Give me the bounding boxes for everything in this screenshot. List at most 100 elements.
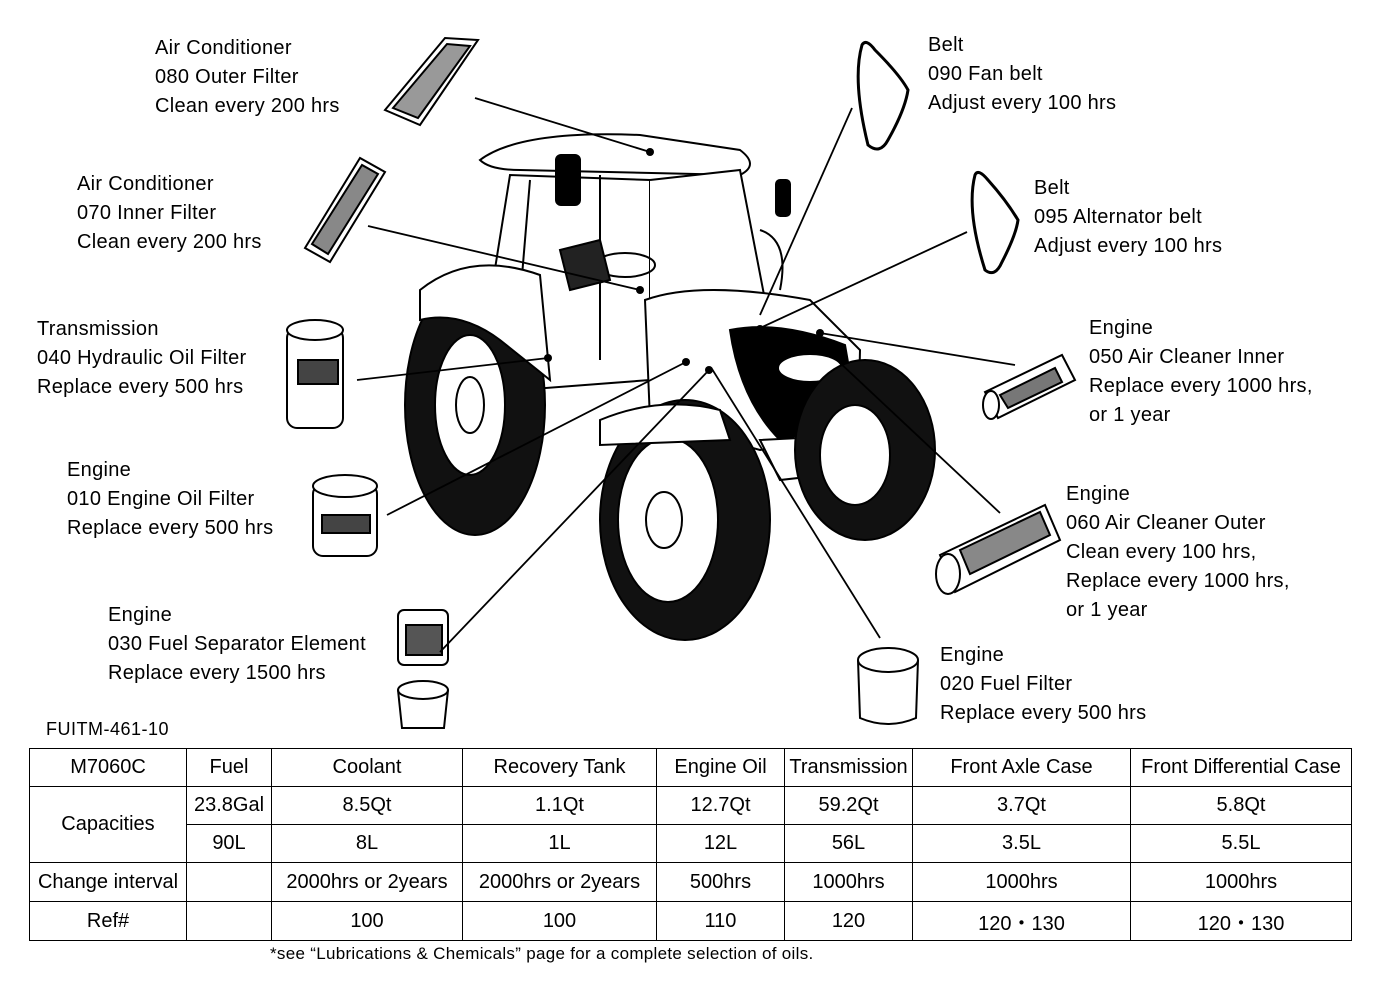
callout-interval: Replace every 500 hrs [67, 517, 274, 539]
tractor-illustration [404, 133, 936, 641]
alternator-belt-part [970, 170, 1020, 275]
table-cell: 8.5Qt [271, 786, 463, 825]
table-row: 90L 8L 1L 12L 56L 3.5L 5.5L [30, 824, 1352, 863]
ref-label: Ref# [29, 901, 187, 941]
callout-dots [544, 148, 826, 374]
table-cell: 1000hrs [1130, 862, 1352, 902]
callout-fuel-separator: Engine 030 Fuel Separator Element Replac… [108, 601, 366, 688]
table-cell: 1.1Qt [462, 786, 657, 825]
table-cell: 1L [462, 824, 657, 863]
callout-category: Transmission [37, 318, 159, 340]
hydraulic-filter-part [286, 319, 344, 429]
callout-part: 010 Engine Oil Filter [67, 488, 255, 510]
table-cell: 120 [784, 901, 913, 941]
callout-category: Engine [67, 459, 132, 481]
table-cell: 2000hrs or 2years [462, 862, 657, 902]
table-row: Capacities 23.8Gal 8.5Qt 1.1Qt 12.7Qt 59… [29, 786, 1352, 863]
fuel-filter-part [857, 647, 919, 725]
callout-interval: Clean every 100 hrs, [1066, 541, 1257, 563]
change-interval-label: Change interval [29, 862, 187, 902]
header-cell: Engine Oil [656, 748, 785, 787]
callout-inner-filter: Air Conditioner 070 Inner Filter Clean e… [77, 170, 262, 257]
callout-part: 040 Hydraulic Oil Filter [37, 347, 247, 369]
table-cell: 12L [656, 824, 785, 863]
tractor-diagram [286, 36, 1077, 729]
callout-interval: Clean every 200 hrs [77, 231, 262, 253]
table-cell: 5.5L [1130, 824, 1352, 863]
header-cell: Transmission [784, 748, 913, 787]
callout-engine-oil-filter: Engine 010 Engine Oil Filter Replace eve… [67, 456, 273, 543]
fan-belt-part [856, 40, 910, 151]
callout-part: 090 Fan belt [928, 63, 1043, 85]
callout-category: Belt [928, 34, 964, 56]
callout-interval: Adjust every 100 hrs [1034, 235, 1223, 257]
table-cell: 100 [462, 901, 657, 941]
callout-alternator-belt: Belt 095 Alternator belt Adjust every 10… [1034, 174, 1222, 261]
table-cell: 1000hrs [784, 862, 913, 902]
callout-category: Belt [1034, 177, 1070, 199]
callout-interval: Replace every 1500 hrs [108, 662, 326, 684]
table-row: Ref# 100 100 110 120 120・130 120・130 [29, 901, 1352, 941]
capacities-table: M7060C Fuel Coolant Recovery Tank Engine… [29, 748, 1352, 941]
callout-interval-alt: or 1 year [1066, 599, 1148, 621]
callout-fuel-filter: Engine 020 Fuel Filter Replace every 500… [940, 641, 1146, 728]
callout-category: Air Conditioner [77, 173, 214, 195]
table-cell: 5.8Qt [1130, 786, 1352, 825]
diagram-code: FUITM-461-10 [46, 719, 170, 739]
table-cell: 12.7Qt [656, 786, 785, 825]
engine-oil-filter-part [312, 474, 378, 557]
table-cell: 23.8Gal [186, 786, 272, 825]
callout-part: 060 Air Cleaner Outer [1066, 512, 1266, 534]
table-cell: 500hrs [656, 862, 785, 902]
callout-interval: Adjust every 100 hrs [928, 92, 1117, 114]
callout-interval: Replace every 500 hrs [940, 702, 1147, 724]
callout-air-cleaner-outer: Engine 060 Air Cleaner Outer Clean every… [1066, 480, 1290, 625]
callout-part: 050 Air Cleaner Inner [1089, 346, 1285, 368]
callout-interval: Replace every 500 hrs [37, 376, 244, 398]
callout-interval: Clean every 200 hrs [155, 95, 340, 117]
capacities-label: Capacities [29, 786, 187, 863]
footnote: *see “Lubrications & Chemicals” page for… [270, 944, 814, 963]
table-row: Change interval 2000hrs or 2years 2000hr… [29, 862, 1352, 902]
table-cell [186, 901, 272, 941]
callout-part: 070 Inner Filter [77, 202, 217, 224]
callout-outer-filter: Air Conditioner 080 Outer Filter Clean e… [155, 34, 340, 121]
callout-category: Engine [1066, 483, 1131, 505]
callout-category: Engine [108, 604, 173, 626]
header-cell: Front Axle Case [912, 748, 1131, 787]
callout-interval: Replace every 1000 hrs, [1089, 375, 1313, 397]
callout-part: 080 Outer Filter [155, 66, 299, 88]
table-cell: 59.2Qt [784, 786, 913, 825]
callout-category: Air Conditioner [155, 37, 292, 59]
model-cell: M7060C [29, 748, 187, 787]
header-cell: Recovery Tank [462, 748, 657, 787]
header-cell: Fuel [186, 748, 272, 787]
callout-part: 095 Alternator belt [1034, 206, 1203, 228]
callout-interval-alt: or 1 year [1089, 404, 1171, 426]
table-cell: 3.5L [912, 824, 1131, 863]
callout-part: 030 Fuel Separator Element [108, 633, 366, 655]
leader-lines [356, 97, 1016, 653]
table-cell: 3.7Qt [912, 786, 1131, 825]
table-cell: 8L [271, 824, 463, 863]
table-cell: 100 [271, 901, 463, 941]
header-cell: Coolant [271, 748, 463, 787]
outer-filter-part [383, 36, 480, 127]
table-cell: 90L [186, 824, 272, 863]
fuel-separator-part [397, 609, 449, 729]
callout-interval-replace: Replace every 1000 hrs, [1066, 570, 1290, 592]
air-cleaner-outer-part [935, 503, 1062, 595]
table-header-row: M7060C Fuel Coolant Recovery Tank Engine… [29, 748, 1352, 787]
inner-filter-part [303, 156, 387, 264]
air-cleaner-inner-part [982, 353, 1077, 420]
callout-hydraulic-filter: Transmission 040 Hydraulic Oil Filter Re… [37, 315, 247, 402]
table-cell: 1000hrs [912, 862, 1131, 902]
table-cell [186, 862, 272, 902]
callout-part: 020 Fuel Filter [940, 673, 1073, 695]
table-cell: 110 [656, 901, 785, 941]
table-cell: 120・130 [1130, 901, 1352, 941]
callout-fan-belt: Belt 090 Fan belt Adjust every 100 hrs [928, 31, 1116, 118]
callout-category: Engine [1089, 317, 1154, 339]
header-cell: Front Differential Case [1130, 748, 1352, 787]
table-cell: 2000hrs or 2years [271, 862, 463, 902]
